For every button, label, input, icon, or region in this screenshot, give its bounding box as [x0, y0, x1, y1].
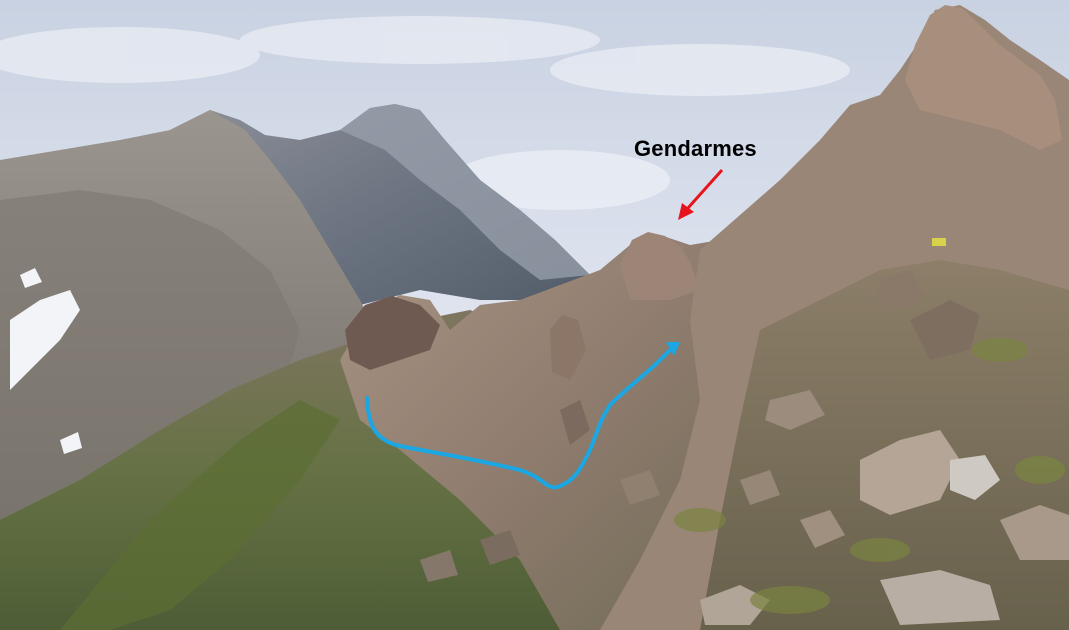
route-line — [365, 348, 672, 490]
annotation-arrow-shaft — [686, 168, 724, 210]
gendarmes-rocks — [345, 232, 700, 380]
peak-lit-face — [340, 104, 590, 280]
grass-streak — [60, 400, 340, 630]
annotation-arrowhead — [678, 203, 694, 220]
clouds — [0, 16, 850, 210]
grass-tufts — [674, 338, 1065, 614]
summit-tower — [905, 5, 1062, 150]
route-arrowhead — [666, 342, 680, 356]
gendarmes-label: Gendarmes — [634, 136, 757, 161]
boulders — [420, 270, 1069, 625]
lichen-spot — [932, 238, 946, 246]
